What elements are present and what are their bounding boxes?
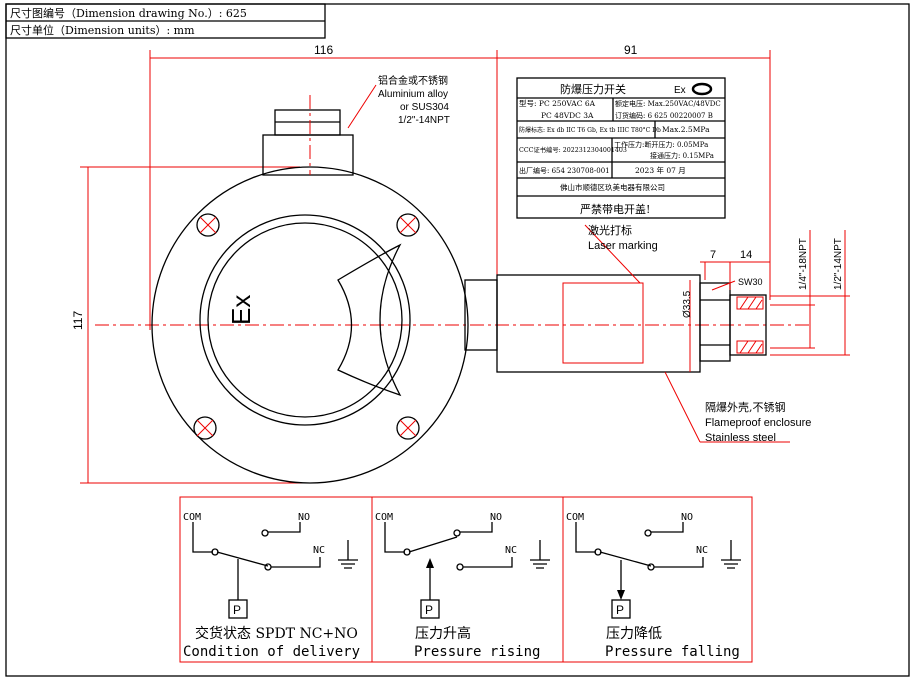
schematic-boxes bbox=[179, 496, 753, 663]
dim-117: 117 bbox=[71, 311, 85, 330]
housing-material-cn: 铝合金或不锈钢 bbox=[378, 74, 448, 87]
model-2: PC 48VDC 3A bbox=[541, 111, 594, 120]
company: 佛山市顺德区玖美电器有限公司 bbox=[560, 182, 665, 192]
label-p: P bbox=[616, 603, 624, 617]
page-border bbox=[5, 3, 910, 677]
schematic-rising: COM NO NC P 压力升高 Pressure rising bbox=[375, 512, 550, 660]
inner-thread: 1/4"-18NPT bbox=[798, 238, 809, 290]
ground-icon bbox=[721, 540, 741, 569]
label-nc: NC bbox=[313, 545, 325, 556]
housing-material-en1: Aluminium alloy bbox=[378, 89, 448, 100]
sensor-body: Ø33.5 7 14 SW30 1/4"-18NPT 1/2"-14NPT 激光… bbox=[496, 223, 850, 444]
manufacture-date: 2023 年 07 月 bbox=[635, 165, 686, 175]
outer-thread: 1/2"-14NPT bbox=[833, 238, 844, 290]
work-pressure-on: 接通压力: 0.15MPa bbox=[650, 151, 714, 160]
label-no: NO bbox=[490, 512, 502, 523]
title-block: 尺寸图编号（Dimension drawing No.）: 625 尺寸单位（D… bbox=[5, 3, 326, 39]
laser-marking-cn: 激光打标 bbox=[588, 223, 632, 237]
model-1: 型号: PC 250VAC 6A bbox=[519, 99, 596, 108]
housing: Ex 铝合金或不锈钢 Aluminium alloy or SUS304 1/2… bbox=[151, 74, 498, 484]
enclosure-en2: Stainless steel bbox=[705, 432, 776, 444]
housing-material-en2: or SUS304 bbox=[400, 102, 449, 113]
cover-screws bbox=[193, 213, 420, 440]
caption-cn: 交货状态 SPDT NC+NO bbox=[195, 625, 358, 642]
label-nc: NC bbox=[696, 545, 708, 556]
nameplate-title: 防爆压力开关 bbox=[560, 82, 626, 96]
top-dimensions: 116 91 117 bbox=[71, 43, 810, 484]
caption-cn: 压力降低 bbox=[606, 626, 662, 642]
laser-marking-en: Laser marking bbox=[588, 240, 658, 252]
nameplate-ex: Ex bbox=[674, 85, 686, 96]
dim-116: 116 bbox=[314, 43, 333, 57]
housing-thread: 1/2"-14NPT bbox=[398, 115, 450, 126]
pressure-box bbox=[228, 599, 248, 619]
label-p: P bbox=[233, 603, 241, 617]
dim-91: 91 bbox=[624, 43, 638, 57]
caption-en: Pressure falling bbox=[605, 644, 740, 660]
label-com: COM bbox=[183, 512, 201, 523]
label-com: COM bbox=[375, 512, 393, 523]
rated-voltage: 额定电压: Max.250VAC/48VDC bbox=[615, 99, 721, 108]
order-code: 订货编码: 6 625 00220007 B bbox=[615, 111, 713, 120]
ex-marking: 防爆标志: Ex db IIC T6 Gb, Ex tb IIIC T80°C … bbox=[519, 126, 661, 134]
label-no: NO bbox=[298, 512, 310, 523]
dimension-units: 尺寸单位（Dimension units）: mm bbox=[10, 23, 195, 37]
ccc-logo bbox=[691, 82, 713, 96]
work-pressure-off: 工作压力:断开压力: 0.05MPa bbox=[614, 140, 708, 149]
label-nc: NC bbox=[505, 545, 517, 556]
dim-14: 14 bbox=[740, 249, 752, 261]
pressure-box bbox=[420, 599, 440, 619]
serial-number: 出厂编号: 654 230708-001 bbox=[519, 166, 610, 175]
warning: 严禁带电开盖! bbox=[580, 202, 650, 216]
schematic-falling: COM NO NC P 压力降低 Pressure falling bbox=[566, 512, 741, 660]
label-com: COM bbox=[566, 512, 584, 523]
diameter-dim: Ø33.5 bbox=[682, 290, 693, 318]
label-no: NO bbox=[681, 512, 693, 523]
max-pressure: Max.2.5MPa bbox=[662, 125, 710, 134]
enclosure-en1: Flameproof enclosure bbox=[705, 417, 811, 429]
pressure-box bbox=[611, 599, 631, 619]
caption-en: Condition of delivery bbox=[183, 644, 360, 660]
schematic-delivery: COM NO NC P 交货状态 SPDT NC+NO Condition of deli… bbox=[183, 512, 360, 660]
enclosure-cn: 隔爆外壳,不锈钢 bbox=[705, 400, 786, 414]
nameplate: 防爆压力开关 Ex 型号: PC 250VAC 6A PC 48VDC 3A 额… bbox=[516, 77, 726, 219]
ex-mark: Ex bbox=[226, 295, 256, 325]
ground-icon bbox=[338, 540, 358, 569]
caption-en: Pressure rising bbox=[414, 644, 540, 660]
caption-cn: 压力升高 bbox=[415, 625, 471, 642]
label-p: P bbox=[425, 603, 433, 617]
ccc-number: CCC证书编号: 2022312304001403 bbox=[519, 145, 627, 154]
drawing-number: 尺寸图编号（Dimension drawing No.）: 625 bbox=[10, 6, 247, 20]
dim-7: 7 bbox=[710, 249, 716, 261]
ground-icon bbox=[530, 540, 550, 569]
wrench-size: SW30 bbox=[738, 277, 763, 287]
